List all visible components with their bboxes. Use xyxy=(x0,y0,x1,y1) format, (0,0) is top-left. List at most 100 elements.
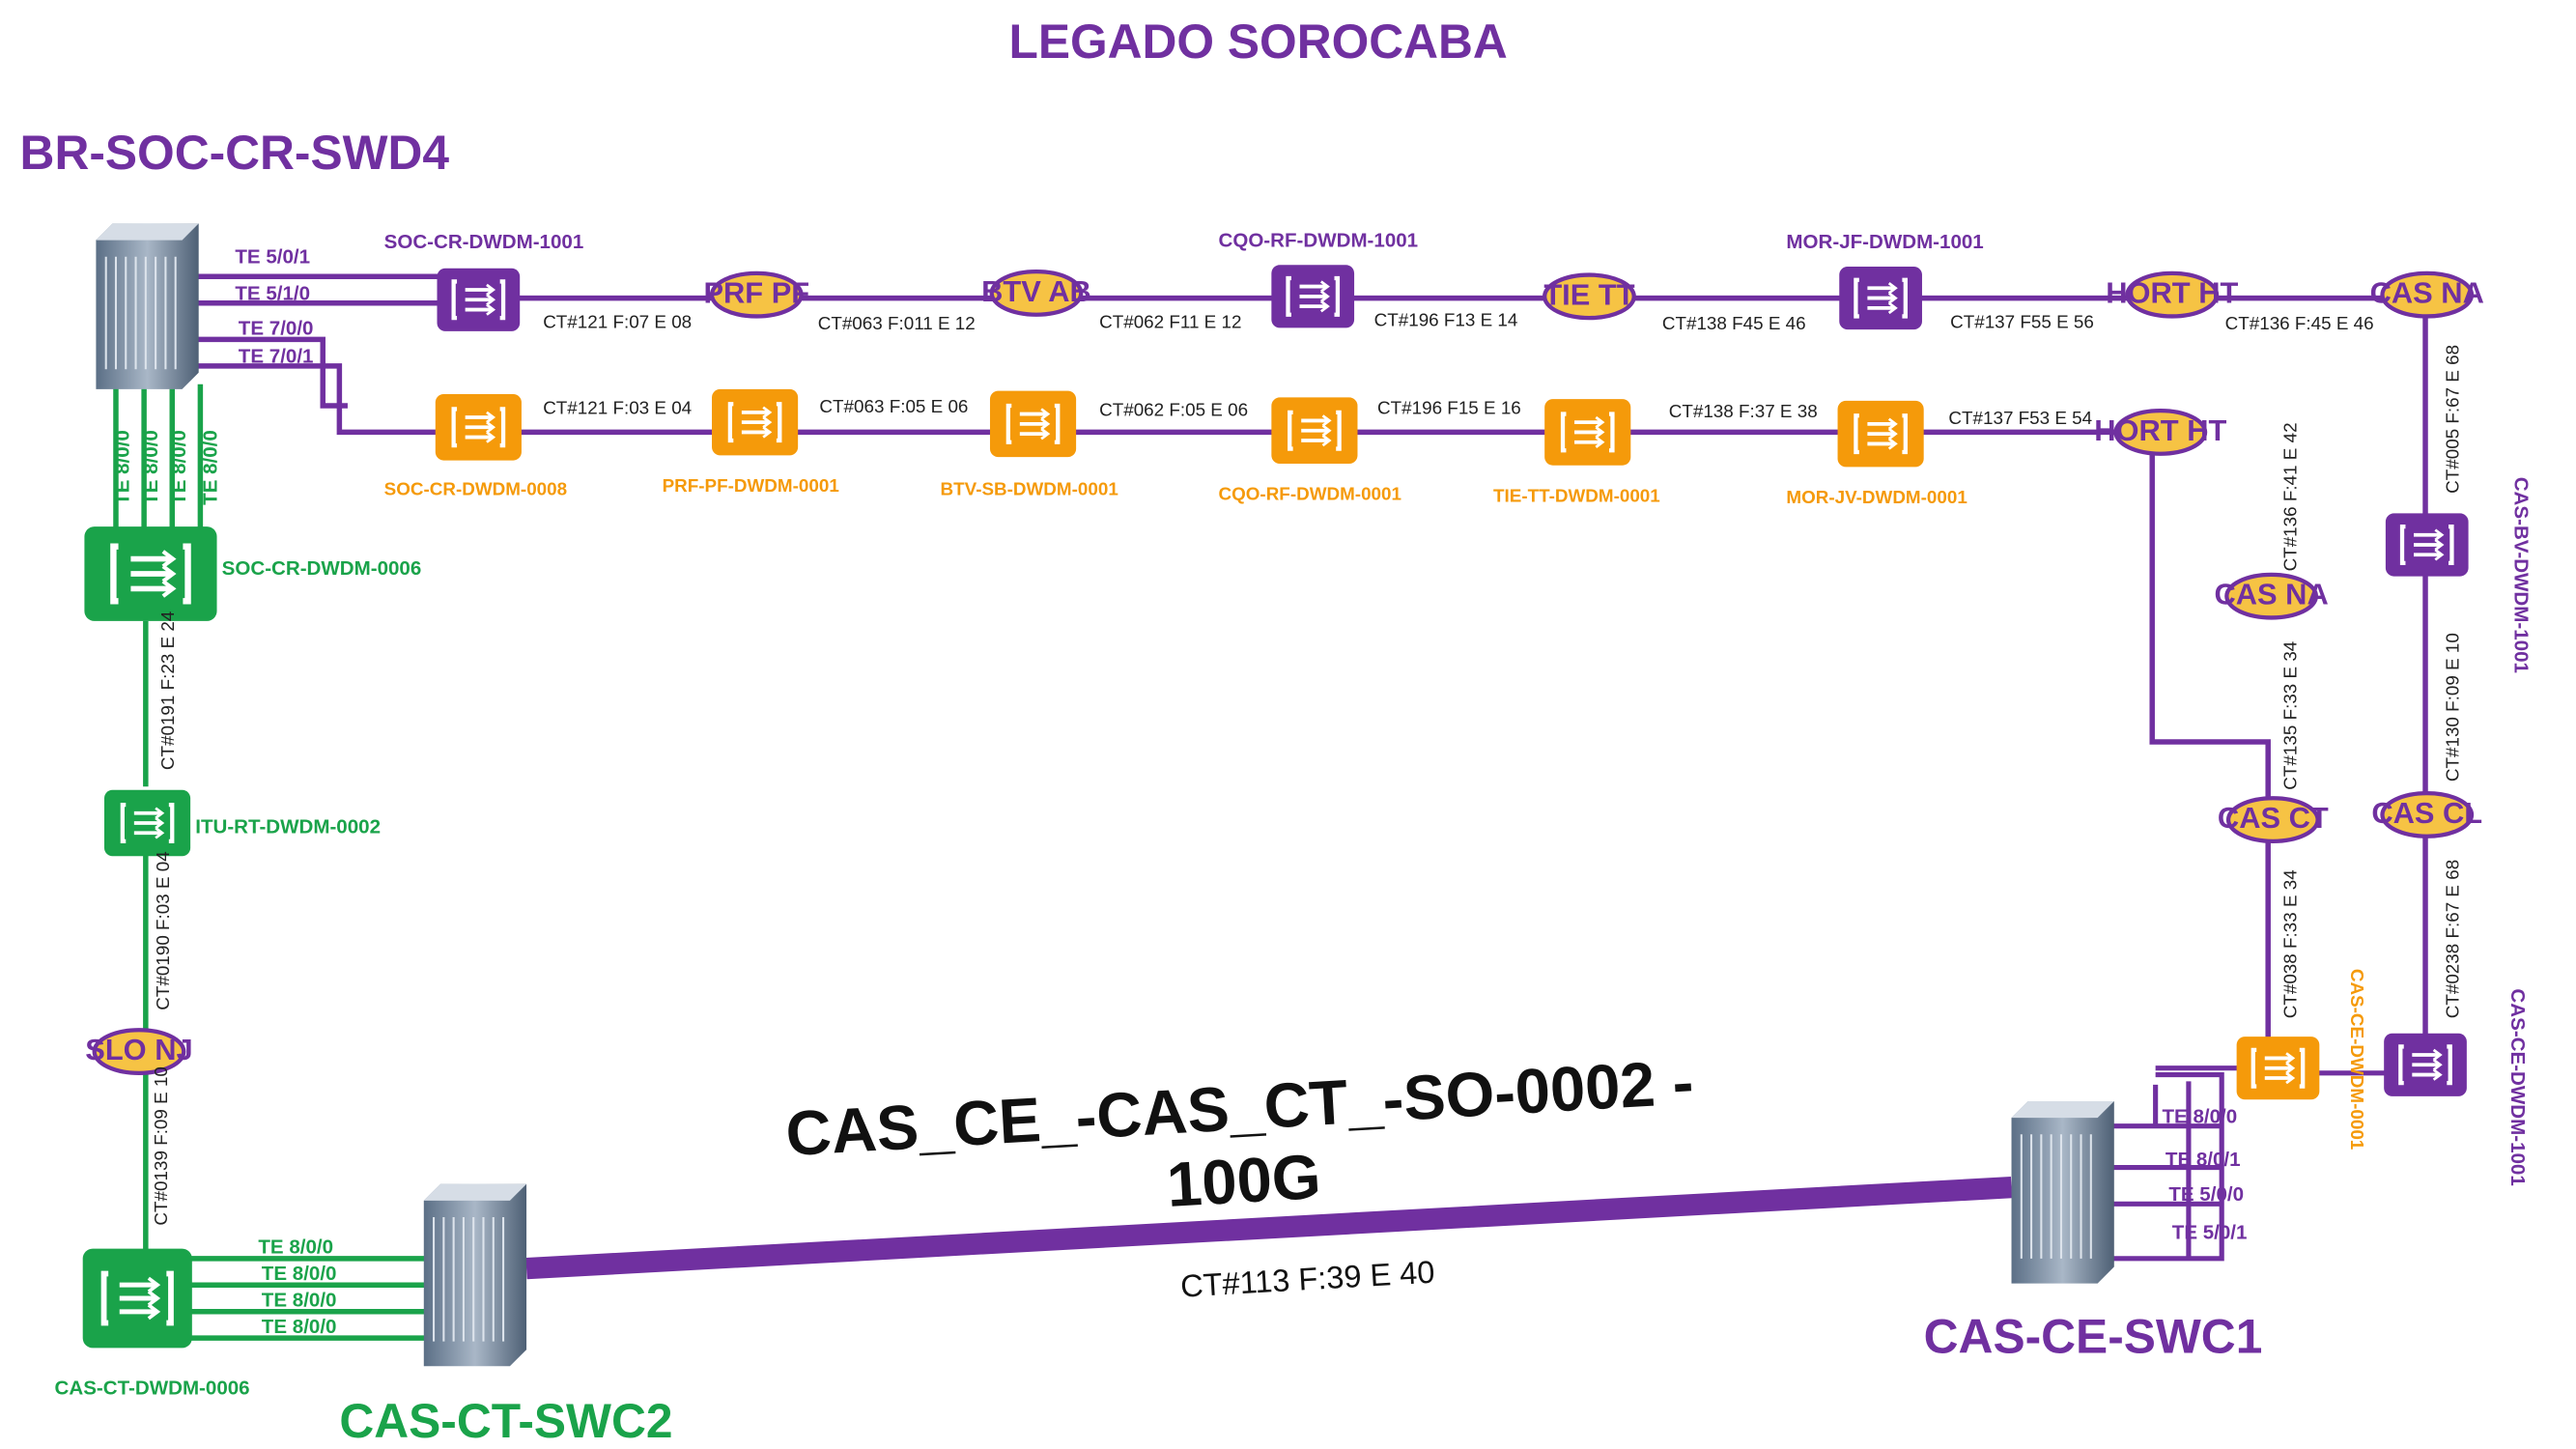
svg-text:TE 8/0/1: TE 8/0/1 xyxy=(2166,1149,2241,1171)
svg-text:TE 8/0/0: TE 8/0/0 xyxy=(112,430,134,505)
switch-cas-ce-swc1 xyxy=(2011,1101,2114,1284)
svg-text:CT#063 F:011 E 12: CT#063 F:011 E 12 xyxy=(818,313,976,333)
svg-text:TE 8/0/0: TE 8/0/0 xyxy=(262,1290,337,1312)
svg-text:CT#038 F:33 E 34: CT#038 F:33 E 34 xyxy=(2279,869,2300,1018)
links xyxy=(113,273,2428,1341)
br-green-interfaces: TE 8/0/0 TE 8/0/0 TE 8/0/0 TE 8/0/0 xyxy=(112,430,222,505)
dwdm-cqo-rf-1001-top xyxy=(1271,265,1355,328)
dwdm-cqo-rf-0001 xyxy=(1271,397,1358,464)
svg-text:TE 8/0/0: TE 8/0/0 xyxy=(262,1263,337,1285)
dwdm-soc-cr-0006 xyxy=(84,526,217,621)
site-prf-pf: PRF PF xyxy=(703,270,809,319)
svg-text:CT#121 F:03 E 04: CT#121 F:03 E 04 xyxy=(543,398,692,418)
switch-br-soc-cr-swd4 xyxy=(96,223,199,389)
svg-text:CT#0238 F:67 E 68: CT#0238 F:67 E 68 xyxy=(2442,860,2462,1018)
switch-label-ce: CAS-CE-SWC1 xyxy=(1924,1310,2263,1364)
svg-text:CAS-CT-DWDM-0006: CAS-CT-DWDM-0006 xyxy=(55,1377,250,1399)
svg-text:CT#062 F11 E 12: CT#062 F11 E 12 xyxy=(1099,311,1241,331)
switch-cas-ct-swc2 xyxy=(423,1183,527,1367)
cable-labels-top: CT#121 F:07 E 08 CT#063 F:011 E 12 CT#06… xyxy=(543,310,2373,333)
svg-text:100G: 100G xyxy=(1165,1141,1322,1220)
circuit-label: CAS_CE_-CAS_CT_-SO-0002 - 100G CT#113 F:… xyxy=(784,1046,1696,1304)
ct-interfaces: TE 8/0/0 TE 8/0/0 TE 8/0/0 TE 8/0/0 xyxy=(258,1236,336,1338)
svg-text:PRF PF: PRF PF xyxy=(703,276,809,310)
svg-text:CT#0139 F:09 E 10: CT#0139 F:09 E 10 xyxy=(151,1066,171,1225)
svg-text:CT#136 F:41 E 42: CT#136 F:41 E 42 xyxy=(2279,422,2300,571)
svg-text:HORT HT: HORT HT xyxy=(2106,276,2238,310)
svg-text:TE 5/0/1: TE 5/0/1 xyxy=(2172,1221,2248,1243)
switch-label-ct: CAS-CT-SWC2 xyxy=(339,1394,672,1448)
site-cas-cl: CAS CL xyxy=(2371,790,2482,838)
site-slo-nj: SLO NJ xyxy=(85,1028,193,1075)
svg-text:CT#135 F:33 E 34: CT#135 F:33 E 34 xyxy=(2279,641,2300,790)
svg-text:CT#136 F:45 E 46: CT#136 F:45 E 46 xyxy=(2225,313,2374,333)
svg-text:ITU-RT-DWDM-0002: ITU-RT-DWDM-0002 xyxy=(195,815,381,838)
dwdm-btv-sb xyxy=(989,390,1077,458)
site-cas-na-top: CAS NA xyxy=(2370,270,2484,319)
site-tie-tt: TIE TT xyxy=(1543,272,1636,321)
svg-text:HORT HT: HORT HT xyxy=(2094,413,2226,447)
svg-text:CT#138 F:37 E 38: CT#138 F:37 E 38 xyxy=(1669,401,1818,421)
dwdm-cas-bv xyxy=(2385,513,2469,577)
cable-labels-mid: CT#121 F:03 E 04 CT#063 F:05 E 06 CT#062… xyxy=(543,396,2092,428)
svg-text:CT#130 F:09 E 10: CT#130 F:09 E 10 xyxy=(2442,633,2462,781)
svg-text:BTV-SB-DWDM-0001: BTV-SB-DWDM-0001 xyxy=(941,479,1118,499)
svg-text:CT#063 F:05 E 06: CT#063 F:05 E 06 xyxy=(819,396,968,416)
site-cas-ct: CAS CT xyxy=(2218,796,2329,843)
node-labels-green: SOC-CR-DWDM-0006 ITU-RT-DWDM-0002 CAS-CT… xyxy=(55,557,422,1400)
dwdm-tie-tt xyxy=(1544,399,1631,466)
svg-text:CT#062 F:05 E 06: CT#062 F:05 E 06 xyxy=(1099,399,1248,419)
svg-text:TE 8/0/0: TE 8/0/0 xyxy=(168,430,190,505)
svg-text:CT#005 F:67 E 68: CT#005 F:67 E 68 xyxy=(2442,345,2462,494)
svg-text:TE 5/0/0: TE 5/0/0 xyxy=(2168,1183,2244,1206)
svg-text:CQO-RF-DWDM-1001: CQO-RF-DWDM-1001 xyxy=(1219,229,1419,251)
svg-text:TE 7/0/1: TE 7/0/1 xyxy=(239,345,314,367)
svg-text:SOC-CR-DWDM-0006: SOC-CR-DWDM-0006 xyxy=(222,557,422,580)
site-hort-ht-top: HORT HT xyxy=(2106,270,2238,319)
svg-text:CAS-CE-DWDM-0001: CAS-CE-DWDM-0001 xyxy=(2347,969,2367,1150)
svg-text:TE 8/0/0: TE 8/0/0 xyxy=(2162,1105,2237,1127)
svg-text:CT#0191 F:23 E 24: CT#0191 F:23 E 24 xyxy=(157,611,178,770)
svg-text:TIE TT: TIE TT xyxy=(1543,277,1634,311)
svg-text:CT#113 F:39 E 40: CT#113 F:39 E 40 xyxy=(1179,1255,1435,1304)
svg-text:CQO-RF-DWDM-0001: CQO-RF-DWDM-0001 xyxy=(1219,484,1401,504)
svg-text:TE 7/0/0: TE 7/0/0 xyxy=(239,317,314,339)
site-hort-ht-mid: HORT HT xyxy=(2094,408,2226,456)
br-interfaces: TE 5/0/1 TE 5/1/0 TE 7/0/0 TE 7/0/1 xyxy=(235,246,313,368)
svg-text:TE 8/0/0: TE 8/0/0 xyxy=(258,1236,333,1259)
svg-text:CAS-BV-DWDM-1001: CAS-BV-DWDM-1001 xyxy=(2510,477,2533,673)
dwdm-cas-ce-0001 xyxy=(2236,1037,2320,1100)
svg-text:SLO NJ: SLO NJ xyxy=(85,1033,192,1066)
svg-text:CAS CT: CAS CT xyxy=(2218,801,2329,835)
svg-text:PRF-PF-DWDM-0001: PRF-PF-DWDM-0001 xyxy=(663,475,839,496)
svg-text:CT#121 F:07 E 08: CT#121 F:07 E 08 xyxy=(543,311,692,331)
svg-text:CT#137 F55 E 56: CT#137 F55 E 56 xyxy=(1950,311,2094,331)
svg-text:CAS NA: CAS NA xyxy=(2370,276,2484,310)
svg-text:TE 5/0/1: TE 5/0/1 xyxy=(235,246,310,269)
svg-text:CAS NA: CAS NA xyxy=(2215,578,2329,611)
dwdm-itu-rt xyxy=(103,789,191,857)
svg-text:CT#196 F13 E 14: CT#196 F13 E 14 xyxy=(1374,310,1518,330)
node-labels-purple: SOC-CR-DWDM-1001 CQO-RF-DWDM-1001 MOR-JF… xyxy=(384,229,2533,1185)
site-btv-ab: BTV AB xyxy=(981,269,1091,317)
svg-text:TE 8/0/0: TE 8/0/0 xyxy=(262,1316,337,1338)
dwdm-soc-cr-1001 xyxy=(437,268,521,331)
cable-labels-right: CT#136 F:41 E 42 CT#135 F:33 E 34 CT#038… xyxy=(2279,345,2462,1018)
svg-text:BTV AB: BTV AB xyxy=(981,274,1091,308)
site-cas-na-mid: CAS NA xyxy=(2215,572,2329,620)
cable-labels-left: CT#0191 F:23 E 24 CT#0190 F:03 E 04 CT#0… xyxy=(151,611,178,1226)
svg-text:CT#0190 F:03 E 04: CT#0190 F:03 E 04 xyxy=(153,851,173,1009)
svg-text:TE 8/0/0: TE 8/0/0 xyxy=(140,430,162,505)
svg-text:TIE-TT-DWDM-0001: TIE-TT-DWDM-0001 xyxy=(1493,485,1660,505)
dwdm-cas-ct-0006 xyxy=(82,1248,192,1349)
svg-text:MOR-JV-DWDM-0001: MOR-JV-DWDM-0001 xyxy=(1786,487,1967,507)
svg-text:TE 5/1/0: TE 5/1/0 xyxy=(235,282,310,304)
svg-text:SOC-CR-DWDM-1001: SOC-CR-DWDM-1001 xyxy=(384,231,584,253)
node-labels-orange: SOC-CR-DWDM-0008 PRF-PF-DWDM-0001 BTV-SB… xyxy=(384,475,2367,1150)
dwdm-cas-ce-1001 xyxy=(2384,1033,2467,1096)
svg-text:SOC-CR-DWDM-0008: SOC-CR-DWDM-0008 xyxy=(384,479,567,499)
diagram-title: LEGADO SOROCABA xyxy=(1008,14,1507,69)
svg-text:CT#138 F45 E 46: CT#138 F45 E 46 xyxy=(1662,313,1806,333)
dwdm-mor-jf-1001 xyxy=(1839,267,1922,330)
